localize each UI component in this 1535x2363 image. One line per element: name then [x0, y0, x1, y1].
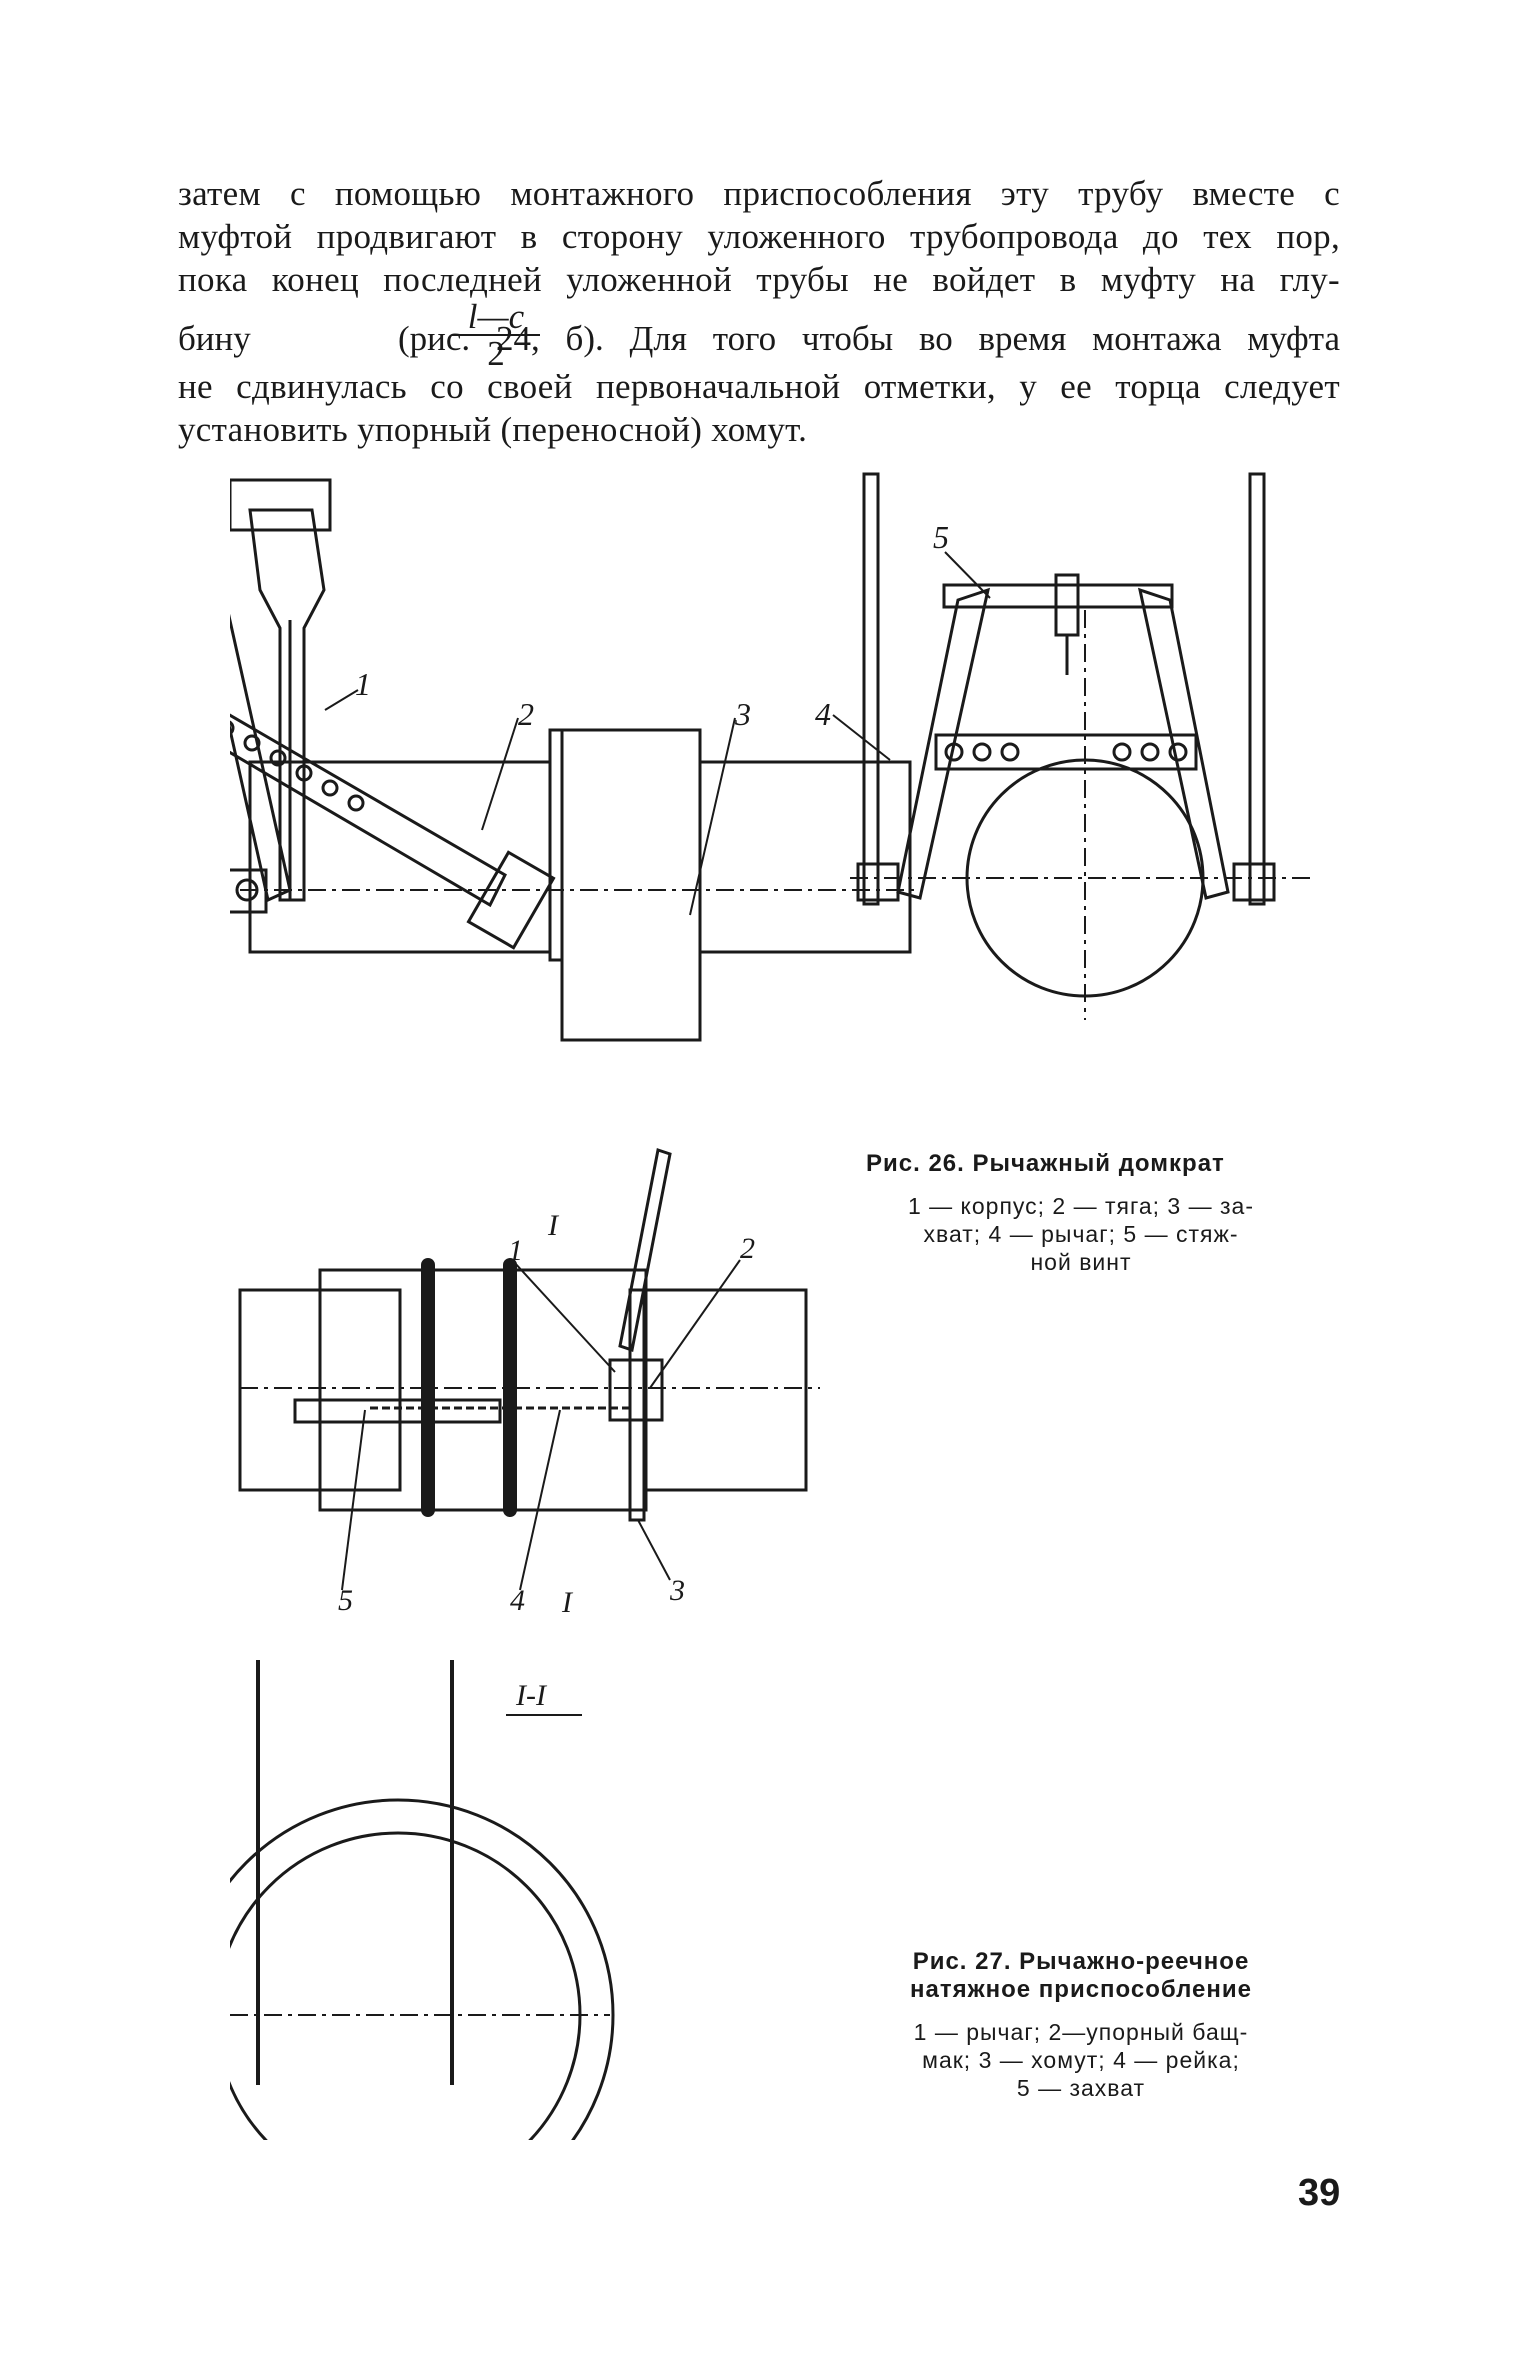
fig27-stop-shoe [608, 1358, 664, 1422]
figure-26-lever-jack: 1 2 3 4 5 [230, 472, 1310, 1042]
figure-27-caption: Рис. 27. Рычажно-реечное натяжное приспо… [866, 1948, 1296, 2102]
text-line: затем с помощью монтажного приспособлени… [178, 174, 1340, 213]
fig26-body [248, 508, 326, 902]
fig26-screw [942, 573, 1174, 675]
fig27-strap [628, 1288, 646, 1522]
caption-line: ной винт [1030, 1249, 1132, 1275]
fig26-rod-holes [230, 720, 365, 812]
fig26-label-2: 2 [518, 696, 534, 732]
fig26-lever-base [230, 868, 268, 914]
caption-title: Рис. 26. Рычажный домкрат [866, 1150, 1225, 1177]
fig27-label-5: 5 [338, 1584, 353, 1617]
fig26-label-5: 5 [933, 519, 949, 555]
fraction-denominator: 2 [487, 334, 505, 373]
fig26-label-4: 4 [815, 696, 831, 732]
fig27-pipe-right [644, 1288, 808, 1492]
caption-line: хват; 4 — рычаг; 5 — стяж- [923, 1221, 1239, 1247]
fig26-screw-head [230, 478, 332, 532]
text-line: установить упорный (переносной) хомут. [178, 410, 808, 449]
caption-line: мак; 3 — хомут; 4 — рейка; [922, 2047, 1240, 2073]
fig27-leader-lines [341, 1259, 741, 1591]
fig26-grip [466, 850, 556, 950]
fig26-pipe-right [698, 760, 912, 954]
figure-27-rack-tensioner: 1 2 3 4 5 I I I-I [230, 1148, 820, 2140]
fig26-crossbar-holes [944, 742, 1188, 762]
fraction-numerator: l—c [467, 297, 525, 336]
fig26-coupling [548, 728, 702, 1042]
fig26-label-3: 3 [734, 696, 751, 732]
page-number: 39 [1298, 2172, 1341, 2214]
fig26-pivot [235, 878, 259, 902]
paragraph-top: затем с помощью монтажного приспособлени… [178, 172, 1340, 301]
formula-line: бину l—c 2 (рис. 24, б). Для того чтобы … [178, 297, 1340, 373]
fig27-label-4: 4 [510, 1584, 525, 1617]
fig26-arms [896, 587, 1230, 900]
fig26-crossbar [934, 733, 1198, 771]
fig27-label-3: 3 [669, 1574, 685, 1607]
figure-26-caption: Рис. 26. Рычажный домкрат 1 — корпус; 2 … [866, 1150, 1296, 1276]
fig27-lever [618, 1148, 672, 1352]
text-line: муфтой продвигают в сторону уложенного т… [178, 217, 1340, 256]
caption-title: Рис. 27. Рычажно-реечное натяжное приспо… [866, 1948, 1296, 2004]
fig27-section-mark-top: I [547, 1209, 560, 1242]
fig26-label-1: 1 [355, 666, 371, 702]
text-fragment: (рис. 24, б). Для того чтобы во время мо… [398, 319, 1340, 358]
text-line: не сдвинулась со своей первоначальной от… [178, 367, 1340, 406]
caption-line: натяжное приспособление [910, 1976, 1252, 2003]
fig27-pipe-inner [230, 1831, 582, 2140]
fig26-labels: 1 2 3 4 5 [355, 519, 949, 732]
fig27-label-2: 2 [740, 1232, 755, 1265]
fig27-grip-bar [293, 1398, 502, 1424]
caption-line: Рис. 27. Рычажно-реечное [912, 1948, 1250, 1975]
paragraph-bottom: не сдвинулась со своей первоначальной от… [178, 365, 1340, 451]
fig27-label-1: 1 [508, 1234, 523, 1267]
fig27-labels: 1 2 3 4 5 I I I-I [338, 1209, 755, 1712]
fig26-handles [856, 472, 1276, 906]
fig26-leader-lines [324, 551, 991, 916]
fraction-bar [452, 334, 540, 336]
fig27-section-mark-bottom: I [561, 1586, 574, 1619]
text-fragment: бину [178, 319, 251, 358]
caption-line: 1 — рычаг; 2—упорный бащ- [913, 2019, 1249, 2045]
caption-body: 1 — корпус; 2 — тяга; 3 — за- хват; 4 — … [866, 1192, 1296, 1276]
fraction: l—c 2 [446, 297, 546, 373]
caption-body: 1 — рычаг; 2—упорный бащ- мак; 3 — хомут… [866, 2018, 1296, 2102]
fig26-rod [230, 713, 507, 908]
fig27-section-title: I-I [515, 1679, 548, 1712]
caption-line: 5 — захват [1016, 2075, 1146, 2101]
caption-line: 1 — корпус; 2 — тяга; 3 — за- [907, 1193, 1255, 1219]
fig27-pipe-outer [230, 1798, 615, 2140]
fig27-pipe-left [238, 1268, 648, 1512]
text-line: пока конец последней уложенной трубы не … [178, 260, 1340, 299]
